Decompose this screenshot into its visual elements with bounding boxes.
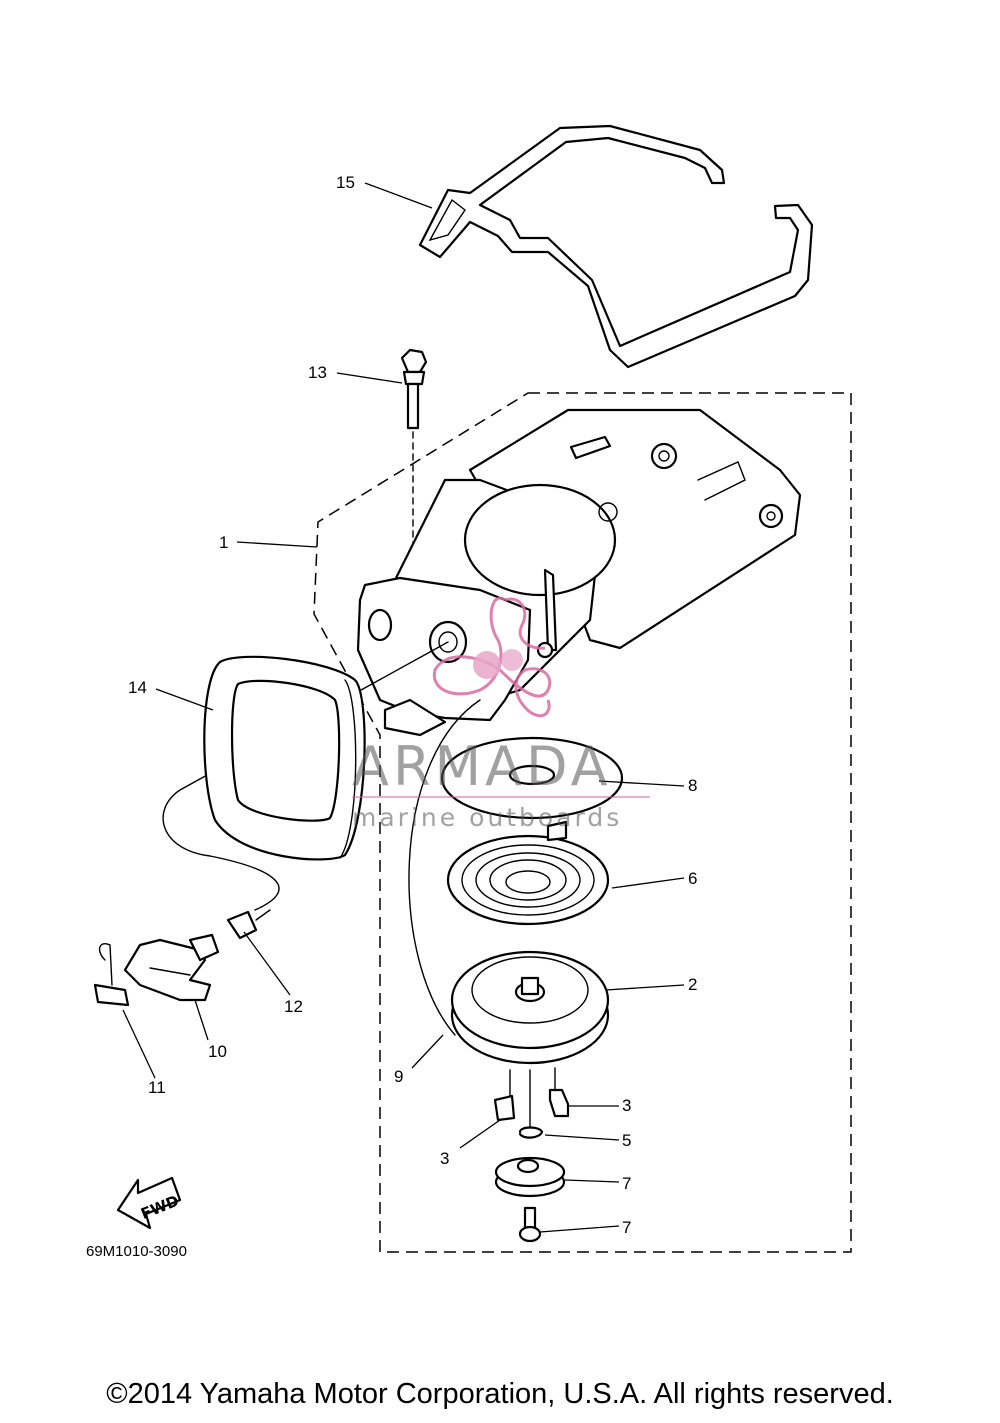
part-8-plate (440, 736, 624, 820)
part-1-starter-case (356, 408, 802, 737)
callout-7: 7 (622, 1218, 631, 1237)
watermark: ARMADA marine outboards (352, 596, 650, 832)
callout-1: 1 (219, 533, 228, 552)
copyright-notice: ©2014 Yamaha Motor Corporation, U.S.A. A… (106, 1378, 894, 1410)
callout-8: 8 (688, 776, 697, 795)
callout-4: 6 (688, 869, 697, 888)
callout-3-left: 3 (440, 1149, 449, 1168)
fwd-arrow-icon: FWD (116, 1176, 181, 1230)
callout-leaders (122, 182, 685, 1233)
part-3-pawl-right (548, 1067, 570, 1118)
part-11-handle-seal (93, 943, 130, 1007)
callout-6: 7 (622, 1174, 631, 1193)
callout-12: 12 (284, 997, 303, 1016)
part-12-rope-stopper (226, 909, 271, 940)
diagram-part-number: 69M1010-3090 (86, 1243, 187, 1260)
armada-logo-icon (432, 596, 552, 718)
part-5-clip (518, 1126, 544, 1139)
assembly-boundary (313, 392, 852, 1253)
callout-14: 14 (128, 678, 147, 697)
part-14-grommet (203, 655, 366, 861)
part-15-cover-seal (418, 124, 814, 369)
watermark-brand: ARMADA (352, 735, 612, 798)
watermark-tagline: marine outboards (352, 803, 622, 832)
part-10-starter-handle (123, 933, 220, 1002)
callout-3-right: 3 (622, 1096, 631, 1115)
starter-rope-inner (408, 699, 481, 1036)
part-3-pawl-left (493, 1069, 516, 1122)
callout-numbers: 15 13 1 14 8 6 2 3 3 5 7 7 9 10 11 12 (128, 173, 697, 1237)
part-2-drum (450, 950, 610, 1065)
callout-15: 15 (336, 173, 355, 192)
callout-11: 11 (148, 1078, 166, 1097)
callout-2: 2 (688, 975, 697, 994)
starter-rope (162, 641, 449, 911)
callout-5: 5 (622, 1131, 631, 1150)
callout-10: 10 (208, 1042, 227, 1061)
callout-9: 9 (394, 1067, 403, 1086)
part-4-spiral-spring (446, 820, 610, 926)
part-6-friction-plate (494, 1156, 566, 1198)
part-7-screw (518, 1206, 542, 1243)
callout-13: 13 (308, 363, 327, 382)
